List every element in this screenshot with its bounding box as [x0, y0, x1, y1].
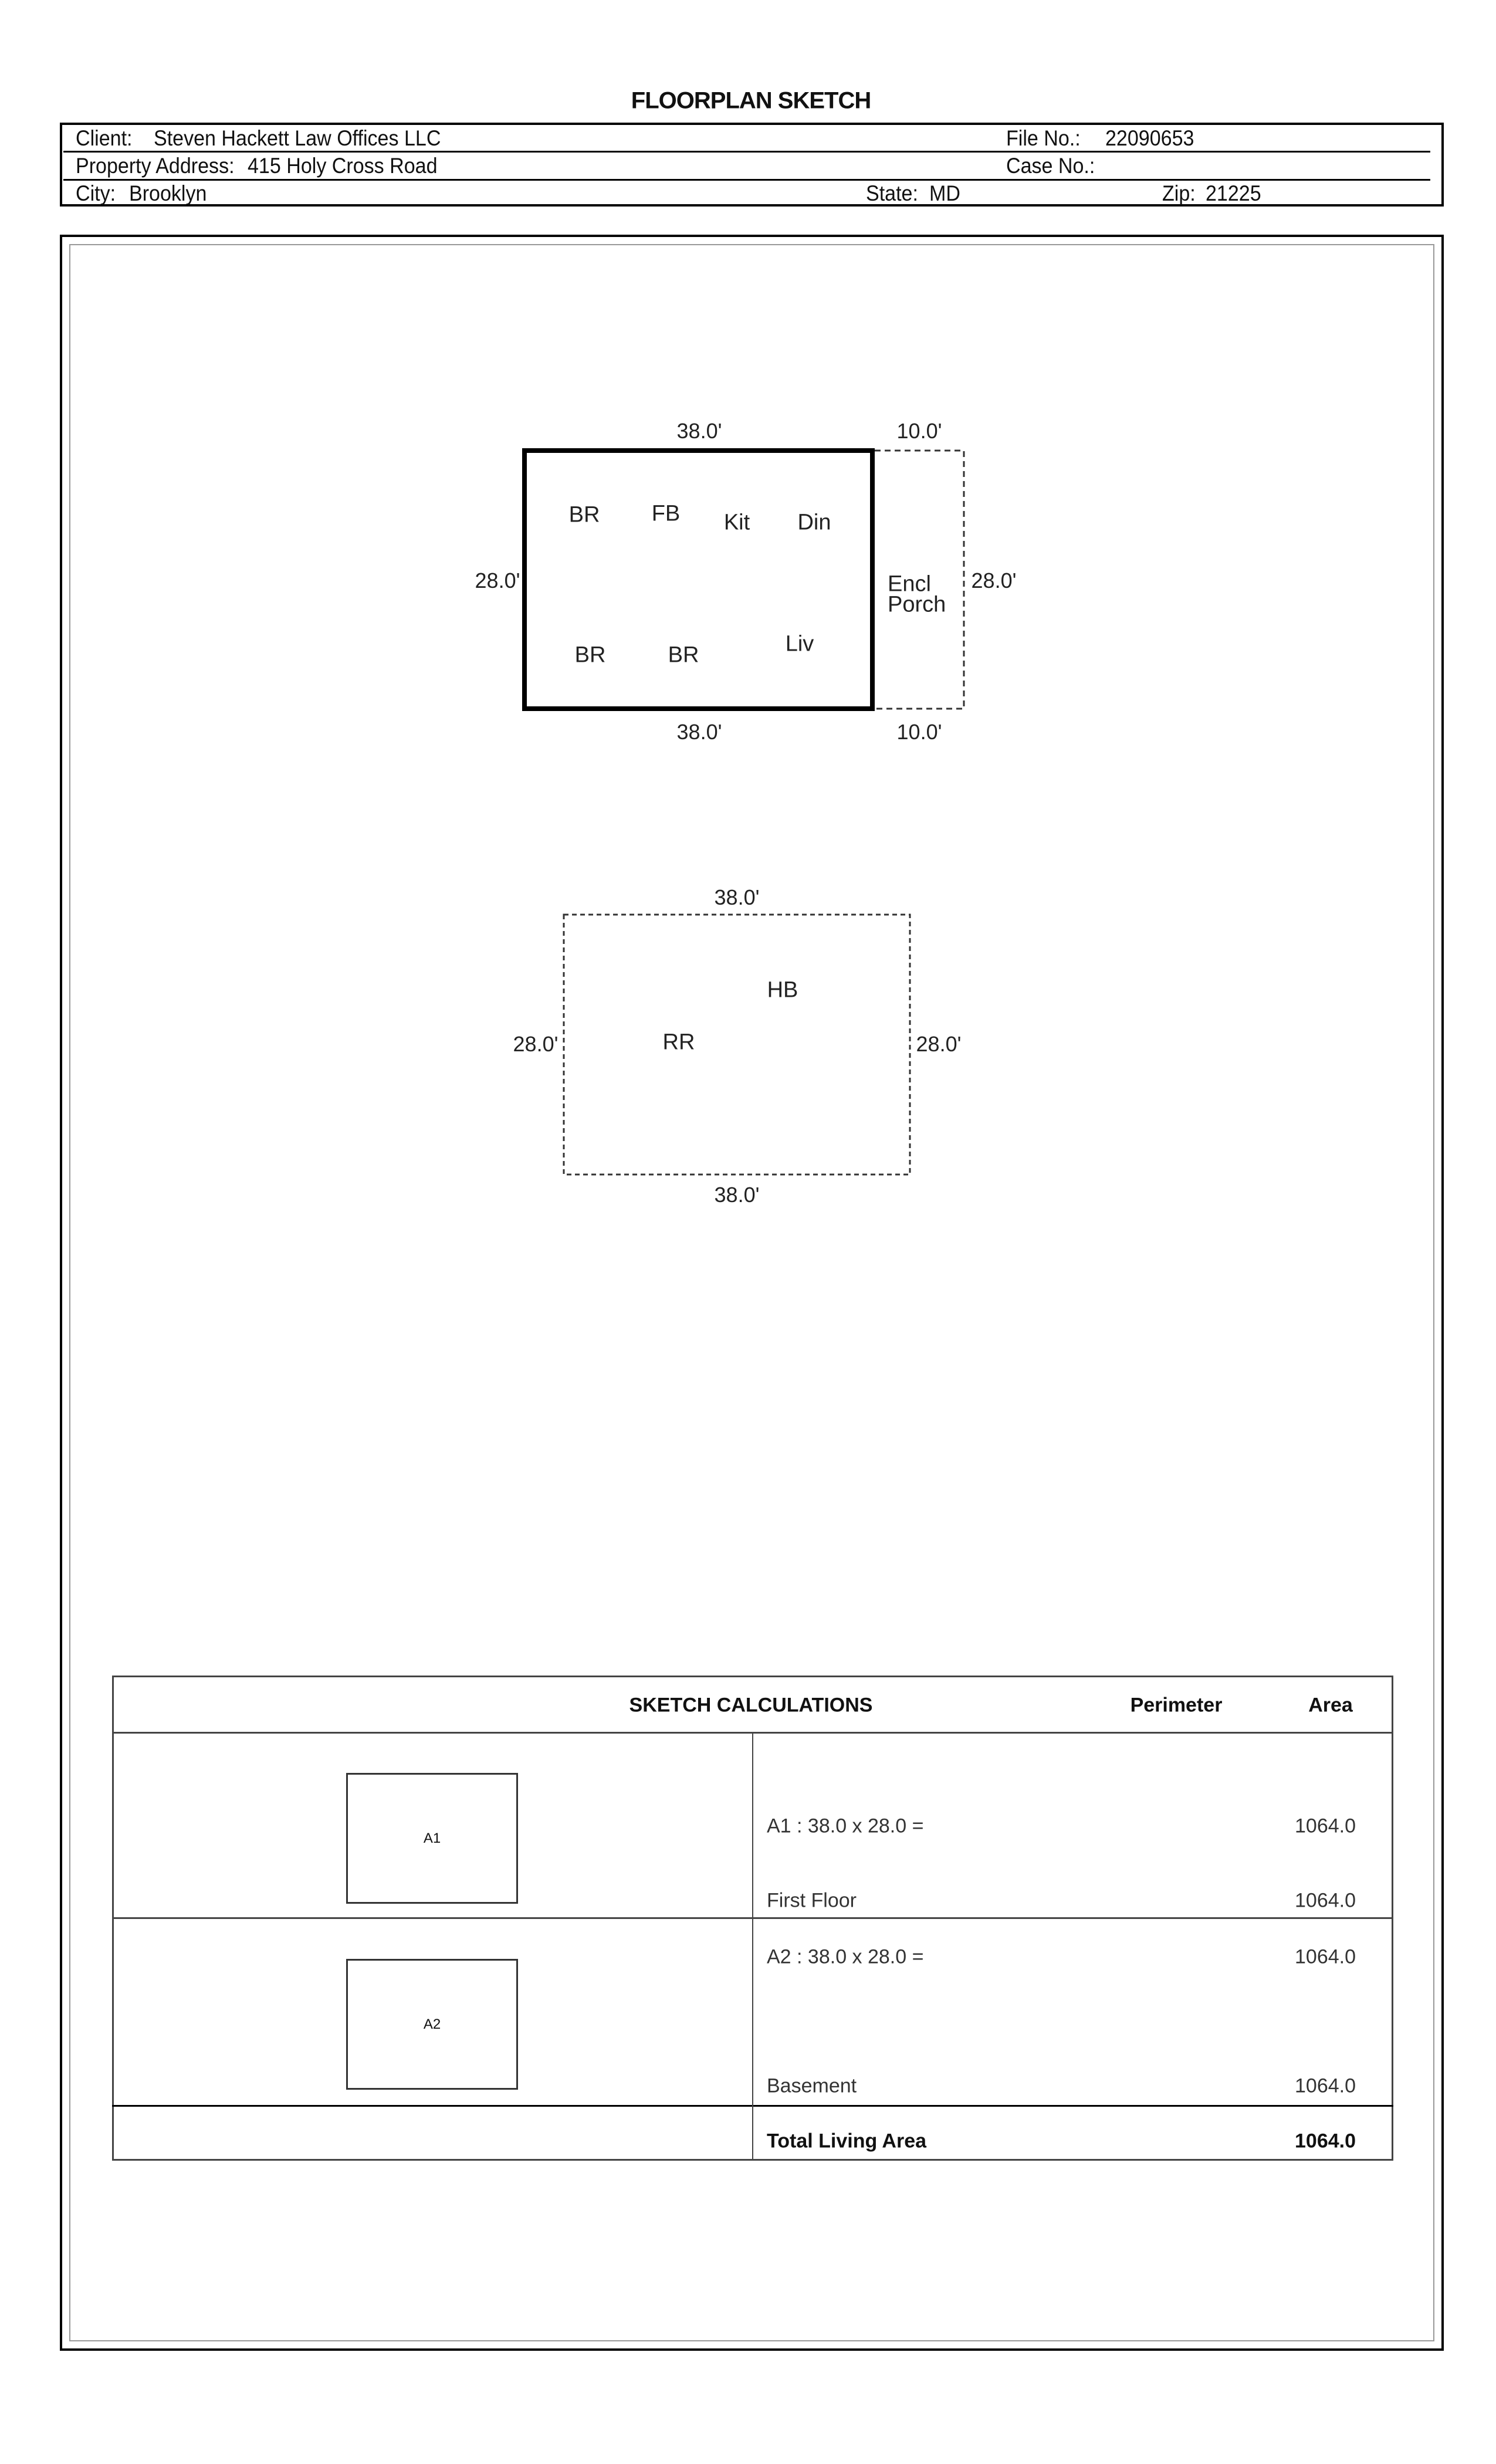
basement-outline	[563, 913, 911, 1176]
area-formula: A2 : 38.0 x 28.0 =	[767, 1945, 924, 1968]
dim-bottom: 38.0'	[676, 720, 722, 744]
porch-label: Porch	[888, 592, 946, 617]
area-formula: A1 : 38.0 x 28.0 =	[767, 1815, 924, 1837]
section-name: First Floor	[767, 1889, 857, 1912]
dim-right: 28.0'	[916, 1032, 962, 1056]
room-label: BR	[574, 642, 606, 668]
dim-porch-bottom: 10.0'	[896, 720, 942, 744]
table-column-divider	[752, 1732, 753, 2161]
dim-left: 28.0'	[475, 568, 520, 593]
header-divider	[63, 151, 1430, 153]
total-living-area-label: Total Living Area	[767, 2130, 927, 2152]
zip-value: 21225	[1206, 181, 1261, 205]
section-subtotal: 1064.0	[1295, 2074, 1356, 2097]
dim-bottom: 38.0'	[714, 1183, 760, 1207]
floorplan-sketch-first-floor	[522, 448, 965, 1176]
room-label: RR	[662, 1030, 695, 1055]
file-no-value: 22090653	[1105, 126, 1194, 150]
section-name: Basement	[767, 2074, 857, 2097]
client-label: Client:	[76, 126, 133, 150]
room-label: Liv	[785, 631, 814, 656]
dim-top: 38.0'	[714, 885, 760, 909]
area-thumbnail: A2	[346, 1959, 518, 2090]
calculations-title: SKETCH CALCULATIONS	[629, 1694, 873, 1717]
state-label: State:	[866, 181, 918, 205]
file-no-label: File No.:	[1006, 126, 1081, 150]
city-value: Brooklyn	[129, 181, 207, 205]
header-divider	[63, 205, 1430, 207]
dim-top: 38.0'	[676, 419, 722, 443]
first-floor-outline	[522, 448, 875, 711]
room-label: Kit	[723, 510, 750, 535]
city-label: City:	[76, 181, 116, 205]
dim-right: 28.0'	[971, 568, 1017, 593]
address-label: Property Address:	[76, 154, 235, 178]
room-label: HB	[767, 977, 798, 1003]
area-header: Area	[1308, 1694, 1353, 1717]
case-no-label: Case No.:	[1006, 154, 1095, 178]
thumbnail-label: A2	[423, 2016, 441, 2032]
porch-label: Encl	[888, 571, 931, 597]
area-formula-value: 1064.0	[1295, 1945, 1356, 1968]
address-value: 415 Holy Cross Road	[248, 154, 438, 178]
room-label: BR	[668, 642, 699, 668]
room-label: BR	[568, 502, 600, 527]
room-label: Din	[797, 510, 831, 535]
room-label: FB	[651, 501, 681, 526]
client-value: Steven Hackett Law Offices LLC	[154, 126, 441, 150]
thumbnail-label: A1	[423, 1830, 441, 1846]
total-living-area-value: 1064.0	[1295, 2130, 1356, 2152]
dim-left: 28.0'	[513, 1032, 559, 1056]
sketch-inner-frame	[69, 244, 1434, 2341]
dim-porch-top: 10.0'	[896, 419, 942, 443]
zip-label: Zip:	[1162, 181, 1196, 205]
area-formula-value: 1064.0	[1295, 1815, 1356, 1837]
section-subtotal: 1064.0	[1295, 1889, 1356, 1912]
header-divider	[63, 179, 1430, 181]
area-thumbnail: A1	[346, 1773, 518, 1904]
enclosed-porch-outline	[875, 449, 965, 710]
state-value: MD	[929, 181, 960, 205]
sketch-frame	[60, 235, 1444, 2351]
page-title: FLOORPLAN SKETCH	[631, 87, 871, 114]
perimeter-header: Perimeter	[1130, 1694, 1223, 1717]
